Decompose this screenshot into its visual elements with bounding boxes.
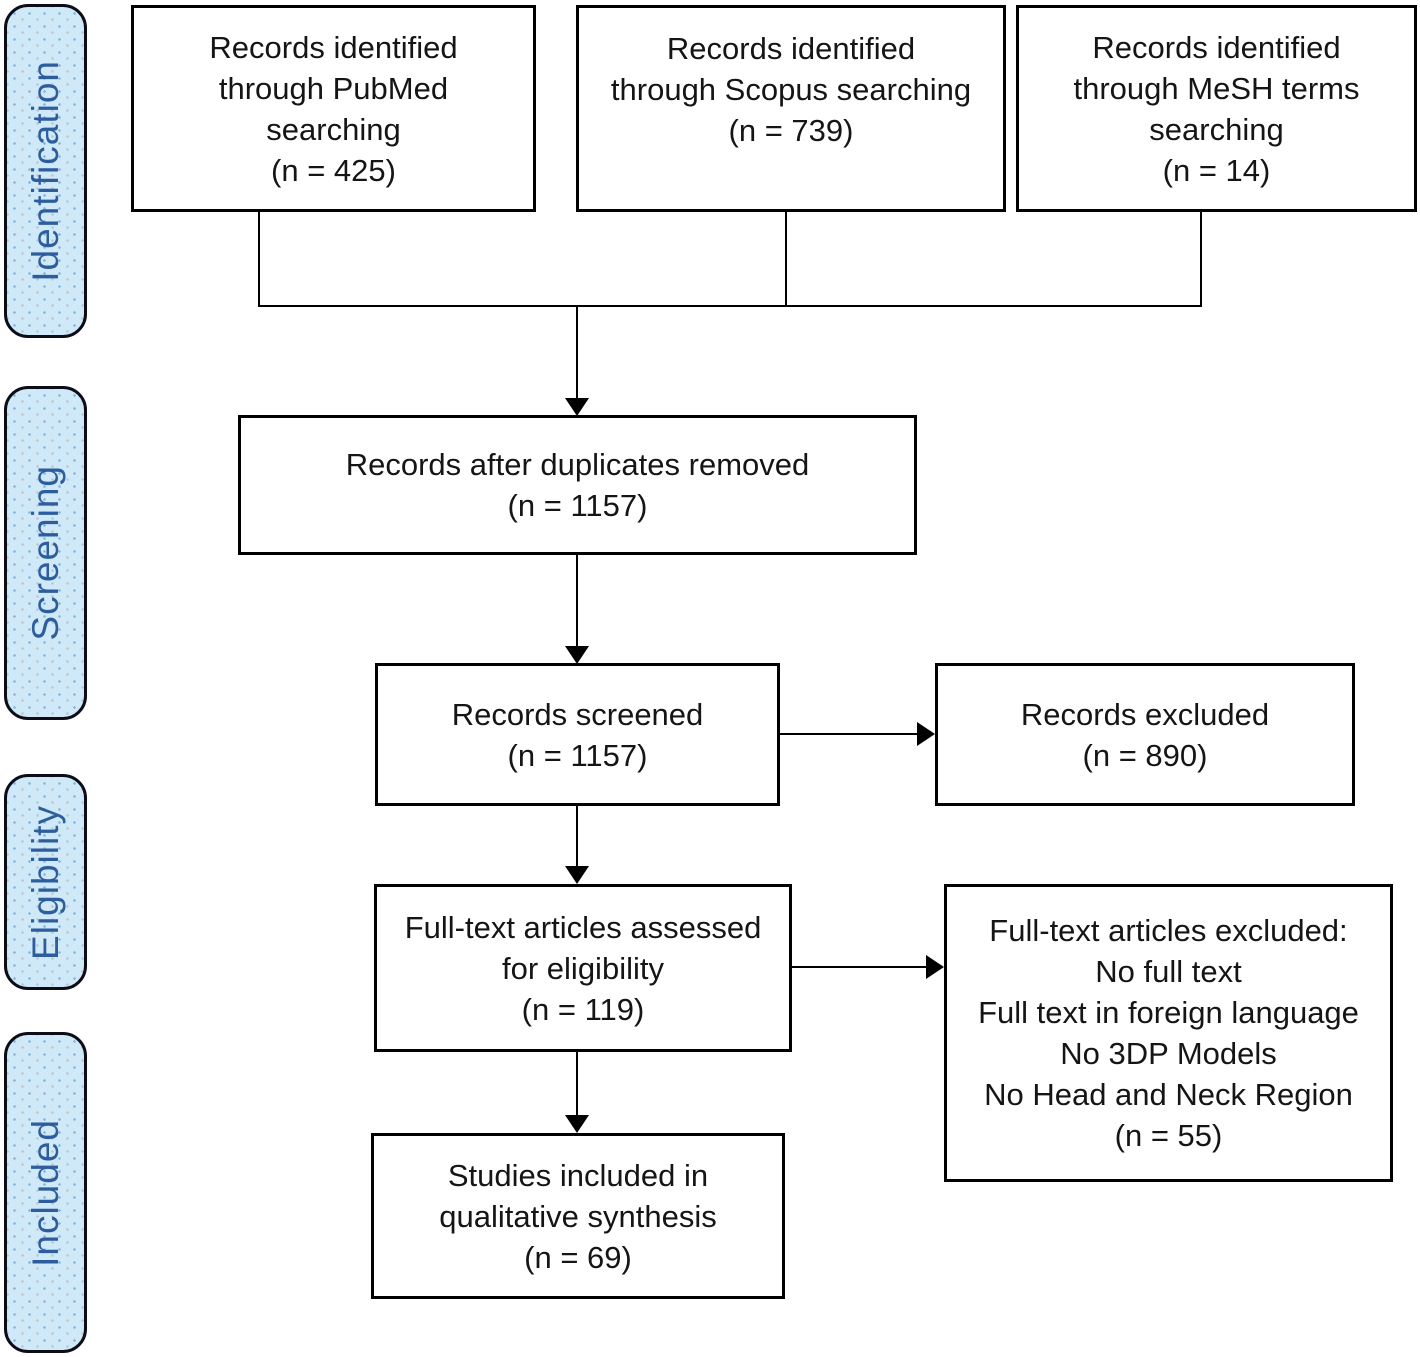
arrow-duplicates-to-screened-stem (576, 555, 578, 648)
box-records-excluded-text: Records excluded (n = 890) (1020, 696, 1270, 773)
connector-pubmed-down (258, 210, 260, 307)
box-records-screened: Records screened (n = 1157) (375, 663, 780, 806)
arrow-assessed-to-ftexcluded-stem (792, 966, 927, 968)
box-included-qualitative: Studies included in qualitative synthesi… (371, 1133, 785, 1299)
box-identified-scopus: Records identified through Scopus search… (576, 5, 1006, 212)
arrow-assessed-to-included-head (565, 1115, 589, 1133)
arrow-assessed-to-ftexcluded-head (926, 955, 944, 979)
arrow-merge-to-duplicates-head (565, 398, 589, 416)
box-fulltext-excluded-text: Full-text articles excluded: No full tex… (978, 913, 1359, 1153)
stage-identification-label: Identification (24, 60, 66, 282)
connector-mesh-down (1200, 211, 1202, 307)
arrow-screened-to-assessed-head (565, 866, 589, 884)
box-included-qualitative-text: Studies included in qualitative synthesi… (439, 1157, 717, 1275)
arrow-screened-to-excluded-head (917, 722, 935, 746)
stage-identification: Identification (4, 4, 87, 338)
box-records-screened-text: Records screened (n = 1157) (451, 696, 704, 773)
box-duplicates-removed: Records after duplicates removed (n = 11… (238, 415, 917, 555)
connector-merge-line (258, 305, 1202, 307)
box-records-excluded: Records excluded (n = 890) (935, 663, 1355, 806)
stage-eligibility: Eligibility (4, 774, 87, 990)
box-identified-mesh-text: Records identified through MeSH terms se… (1073, 29, 1360, 188)
arrow-merge-to-duplicates-stem (576, 305, 578, 400)
connector-scopus-down (785, 211, 787, 307)
arrow-screened-to-assessed-stem (576, 806, 578, 869)
box-fulltext-excluded: Full-text articles excluded: No full tex… (944, 884, 1393, 1182)
stage-included-label: Included (24, 1118, 66, 1267)
stage-screening: Screening (4, 386, 87, 720)
arrow-assessed-to-included-stem (576, 1052, 578, 1117)
box-identified-scopus-text: Records identified through Scopus search… (610, 31, 972, 148)
box-identified-mesh: Records identified through MeSH terms se… (1016, 5, 1417, 212)
box-fulltext-assessed-text: Full-text articles assessed for eligibil… (404, 909, 762, 1027)
arrow-screened-to-excluded-stem (780, 733, 918, 735)
stage-included: Included (4, 1032, 87, 1353)
box-duplicates-removed-text: Records after duplicates removed (n = 11… (345, 447, 810, 523)
arrow-duplicates-to-screened-head (565, 646, 589, 664)
box-identified-pubmed-text: Records identified through PubMed search… (209, 29, 458, 188)
box-identified-pubmed: Records identified through PubMed search… (131, 5, 536, 212)
stage-eligibility-label: Eligibility (24, 804, 66, 960)
box-fulltext-assessed: Full-text articles assessed for eligibil… (374, 884, 792, 1052)
stage-screening-label: Screening (24, 465, 66, 641)
